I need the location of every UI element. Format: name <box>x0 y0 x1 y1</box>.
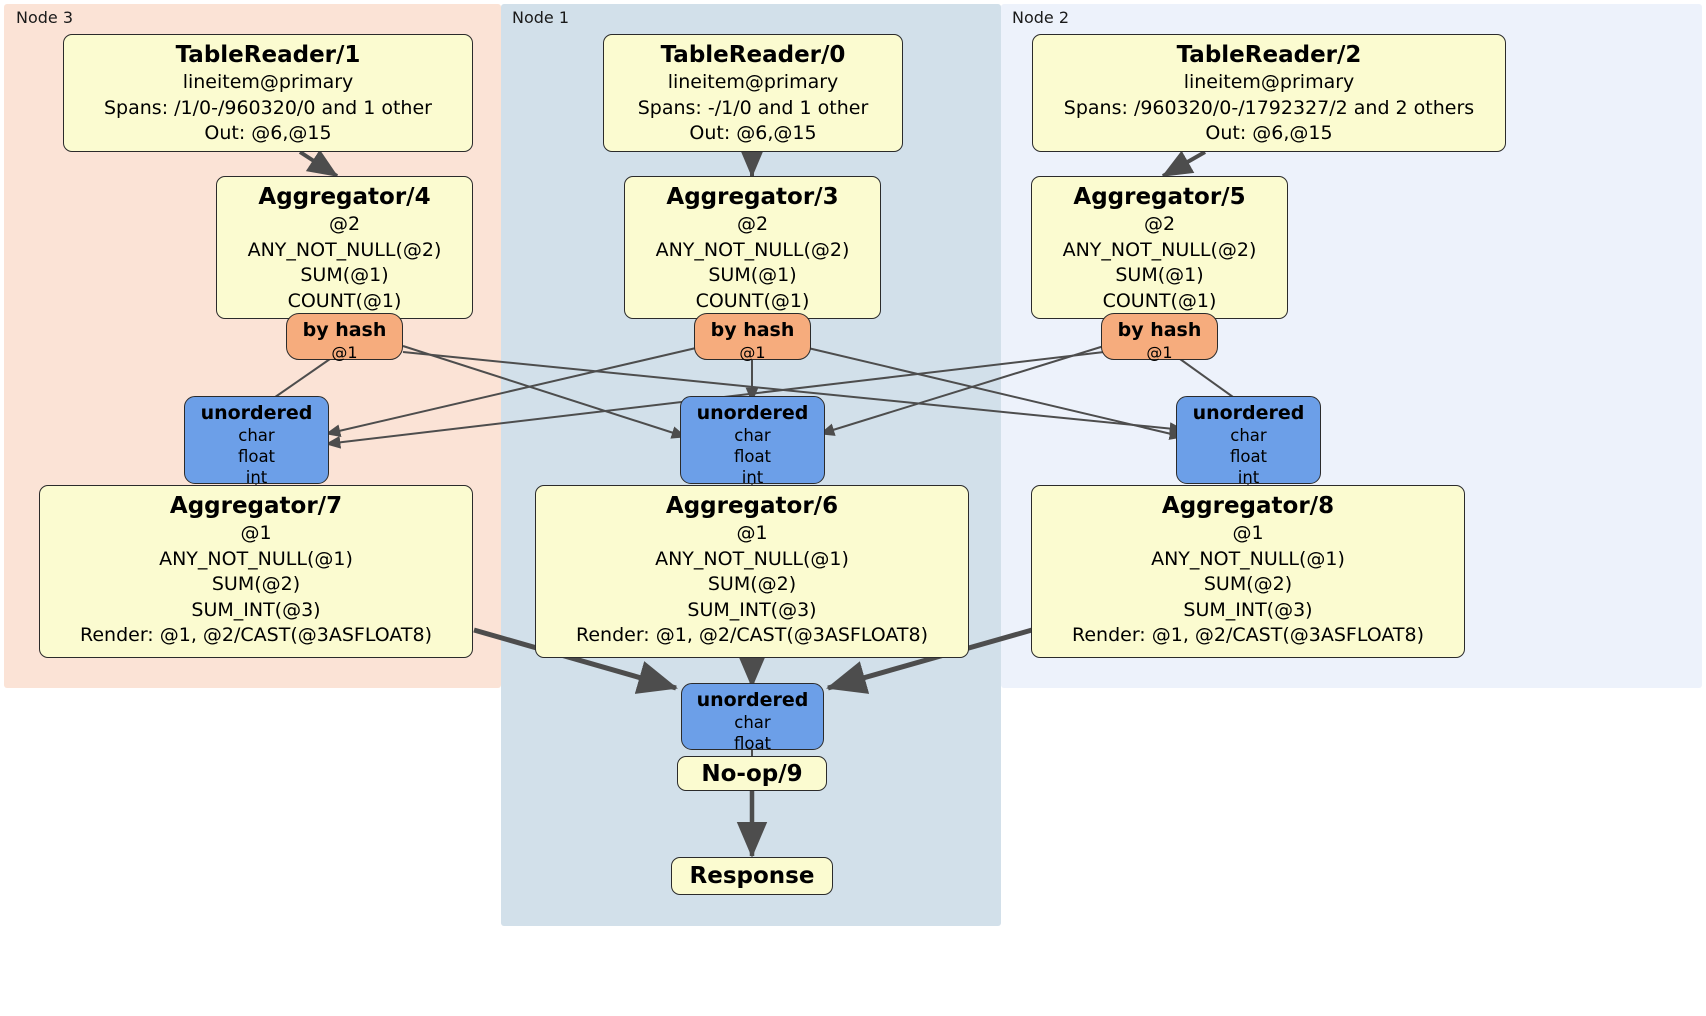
router-by-hash-4-title: by hash <box>302 319 387 341</box>
tablereader-2-line-3: Out: @6,@15 <box>1205 122 1333 144</box>
tablereader-1-line-2: Spans: /1/0-/960320/0 and 1 other <box>104 96 432 119</box>
synchronizer-unordered-6-line-2: float <box>733 447 772 466</box>
panel-node-3-label: Node 3 <box>16 8 74 27</box>
processor-response[interactable]: Response <box>671 857 833 895</box>
router-by-hash-3[interactable]: by hash @1 <box>694 313 811 362</box>
synchronizer-unordered-6-line-3: int <box>741 468 764 487</box>
aggregator-8-line-3: SUM(@2) <box>1203 573 1293 595</box>
router-by-hash-4[interactable]: by hash @1 <box>286 313 403 362</box>
tablereader-2-title: TableReader/2 <box>1176 42 1362 68</box>
synchronizer-unordered-8-line-2: float <box>1229 447 1268 466</box>
panel-node-2-label: Node 2 <box>1012 8 1070 27</box>
aggregator-4-line-2: ANY_NOT_NULL(@2) <box>247 238 442 261</box>
synchronizer-unordered-7-line-3: int <box>245 468 268 487</box>
aggregator-7-line-2: ANY_NOT_NULL(@1) <box>159 547 353 570</box>
aggregator-5-title: Aggregator/5 <box>1073 184 1246 210</box>
synchronizer-unordered-final-line-1: char <box>734 713 771 732</box>
aggregator-7-line-5: Render: @1, @2/CAST(@3ASFLOAT8) <box>80 624 432 646</box>
processor-aggregator-4[interactable]: Aggregator/4 @2 ANY_NOT_NULL(@2) SUM(@1)… <box>216 176 473 319</box>
synchronizer-unordered-6[interactable]: unordered char float int <box>680 396 825 487</box>
tablereader-1-line-1: lineitem@primary <box>182 71 354 93</box>
processor-tablereader-2[interactable]: TableReader/2 lineitem@primary Spans: /9… <box>1032 34 1506 152</box>
aggregator-6-line-4: SUM_INT(@3) <box>687 598 817 621</box>
synchronizer-unordered-7-line-1: char <box>238 426 275 445</box>
aggregator-5-line-4: COUNT(@1) <box>1102 289 1217 312</box>
aggregator-3-line-3: SUM(@1) <box>708 264 797 286</box>
aggregator-3-line-1: @2 <box>736 213 769 235</box>
panel-node-1-label: Node 1 <box>512 8 570 27</box>
processor-aggregator-5[interactable]: Aggregator/5 @2 ANY_NOT_NULL(@2) SUM(@1)… <box>1031 176 1288 319</box>
aggregator-4-title: Aggregator/4 <box>258 184 431 210</box>
router-by-hash-5-title: by hash <box>1117 319 1202 341</box>
tablereader-2-line-2: Spans: /960320/0-/1792327/2 and 2 others <box>1063 96 1475 119</box>
aggregator-5-line-2: ANY_NOT_NULL(@2) <box>1062 238 1257 261</box>
tablereader-0-line-3: Out: @6,@15 <box>689 122 817 144</box>
processor-aggregator-8[interactable]: Aggregator/8 @1 ANY_NOT_NULL(@1) SUM(@2)… <box>1031 485 1465 658</box>
aggregator-7-title: Aggregator/7 <box>169 493 343 519</box>
aggregator-8-line-5: Render: @1, @2/CAST(@3ASFLOAT8) <box>1072 624 1424 646</box>
aggregator-6-line-2: ANY_NOT_NULL(@1) <box>655 547 849 570</box>
aggregator-8-line-2: ANY_NOT_NULL(@1) <box>1151 547 1345 570</box>
synchronizer-unordered-7-title: unordered <box>200 402 313 424</box>
processor-no-op-9[interactable]: No-op/9 <box>677 756 827 791</box>
synchronizer-unordered-8-title: unordered <box>1192 402 1305 424</box>
aggregator-7-line-4: SUM_INT(@3) <box>191 598 321 621</box>
aggregator-3-title: Aggregator/3 <box>666 184 839 210</box>
aggregator-8-title: Aggregator/8 <box>1161 493 1335 519</box>
aggregator-8-line-4: SUM_INT(@3) <box>1183 598 1313 621</box>
aggregator-3-line-4: COUNT(@1) <box>695 289 810 312</box>
aggregator-4-line-3: SUM(@1) <box>300 264 389 286</box>
router-by-hash-5-line-1: @1 <box>1146 343 1173 362</box>
processor-aggregator-6[interactable]: Aggregator/6 @1 ANY_NOT_NULL(@1) SUM(@2)… <box>535 485 969 658</box>
synchronizer-unordered-7[interactable]: unordered char float int <box>184 396 329 487</box>
aggregator-6-line-5: Render: @1, @2/CAST(@3ASFLOAT8) <box>576 624 928 646</box>
synchronizer-unordered-8-line-3: int <box>1237 468 1260 487</box>
tablereader-0-title: TableReader/0 <box>660 42 846 68</box>
aggregator-4-line-1: @2 <box>328 213 361 235</box>
aggregator-7-line-1: @1 <box>240 522 272 544</box>
synchronizer-unordered-6-title: unordered <box>696 402 809 424</box>
router-by-hash-3-line-1: @1 <box>739 343 766 362</box>
router-by-hash-3-title: by hash <box>710 319 795 341</box>
router-by-hash-5[interactable]: by hash @1 <box>1101 313 1218 362</box>
processor-aggregator-3[interactable]: Aggregator/3 @2 ANY_NOT_NULL(@2) SUM(@1)… <box>624 176 881 319</box>
aggregator-8-line-1: @1 <box>1232 522 1264 544</box>
synchronizer-unordered-final[interactable]: unordered char float <box>681 683 824 753</box>
response-title: Response <box>689 863 815 889</box>
tablereader-1-line-3: Out: @6,@15 <box>204 122 332 144</box>
aggregator-5-line-3: SUM(@1) <box>1115 264 1204 286</box>
aggregator-7-line-3: SUM(@2) <box>211 573 301 595</box>
processor-tablereader-0[interactable]: TableReader/0 lineitem@primary Spans: -/… <box>603 34 903 152</box>
synchronizer-unordered-final-title: unordered <box>696 689 809 711</box>
tablereader-0-line-2: Spans: -/1/0 and 1 other <box>637 96 869 119</box>
synchronizer-unordered-6-line-1: char <box>734 426 771 445</box>
aggregator-3-line-2: ANY_NOT_NULL(@2) <box>655 238 850 261</box>
aggregator-6-line-3: SUM(@2) <box>707 573 797 595</box>
synchronizer-unordered-8[interactable]: unordered char float int <box>1176 396 1321 487</box>
tablereader-2-line-1: lineitem@primary <box>1183 71 1355 93</box>
aggregator-6-title: Aggregator/6 <box>665 493 839 519</box>
synchronizer-unordered-7-line-2: float <box>237 447 276 466</box>
processor-tablereader-1[interactable]: TableReader/1 lineitem@primary Spans: /1… <box>63 34 473 152</box>
synchronizer-unordered-8-line-1: char <box>1230 426 1267 445</box>
no-op-9-title: No-op/9 <box>701 760 803 787</box>
synchronizer-unordered-final-line-2: float <box>733 734 772 753</box>
router-by-hash-4-line-1: @1 <box>331 343 358 362</box>
aggregator-4-line-4: COUNT(@1) <box>287 289 402 312</box>
processor-aggregator-7[interactable]: Aggregator/7 @1 ANY_NOT_NULL(@1) SUM(@2)… <box>39 485 473 658</box>
tablereader-1-title: TableReader/1 <box>175 42 361 68</box>
tablereader-0-line-1: lineitem@primary <box>667 71 839 93</box>
aggregator-6-line-1: @1 <box>736 522 768 544</box>
aggregator-5-line-1: @2 <box>1143 213 1176 235</box>
